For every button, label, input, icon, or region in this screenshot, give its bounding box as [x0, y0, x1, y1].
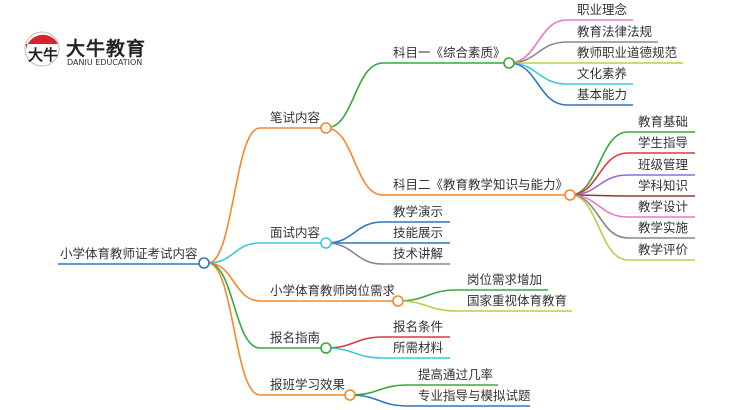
leaf-label[interactable]: 技术讲解 — [393, 246, 443, 261]
leaf-label[interactable]: 提高通过几率 — [418, 367, 493, 382]
leaf-label[interactable]: 教学实施 — [638, 220, 689, 235]
branch-node-toggle[interactable] — [392, 295, 404, 307]
leaf-connector — [397, 289, 548, 302]
leaf-label[interactable]: 教育法律法规 — [577, 24, 652, 39]
leaf-connector — [349, 394, 530, 407]
subbranch-connector — [325, 62, 505, 129]
branch-connector — [207, 127, 322, 264]
leaf-label[interactable]: 班级管理 — [638, 157, 689, 172]
root-node-label[interactable]: 小学体育教师证考试内容 — [60, 246, 198, 261]
leaf-label[interactable]: 岗位需求增加 — [467, 272, 542, 287]
leaf-connector — [569, 194, 695, 197]
branch-label[interactable]: 笔试内容 — [270, 110, 320, 125]
branch-connector — [207, 262, 346, 396]
leaf-connector — [508, 19, 633, 64]
branch-node-toggle[interactable] — [344, 389, 356, 401]
branch-connector — [207, 242, 322, 264]
leaf-connector — [325, 242, 450, 265]
subbranch-node-toggle[interactable] — [503, 57, 515, 69]
branch-node-toggle[interactable] — [320, 122, 332, 134]
leaf-label[interactable]: 教育基础 — [638, 114, 688, 129]
logo-name-en: DANIU EDUCATION — [67, 58, 143, 67]
branch-connector — [207, 262, 322, 349]
logo-name-cn: 大牛教育 — [66, 38, 147, 60]
branch-node-toggle[interactable] — [320, 237, 332, 249]
leaf-label[interactable]: 专业指导与模拟试题 — [418, 388, 531, 403]
branch-label[interactable]: 报名指南 — [270, 330, 320, 345]
leaf-connector — [569, 152, 695, 196]
logo: 大牛 大牛教育 DANIU EDUCATION — [22, 26, 202, 76]
leaf-label[interactable]: 教学演示 — [393, 204, 443, 219]
leaf-label[interactable]: 学生指导 — [638, 135, 688, 150]
leaf-label[interactable]: 所需材料 — [393, 340, 444, 355]
branch-label[interactable]: 报班学习效果 — [270, 377, 346, 392]
leaf-connector — [325, 336, 450, 349]
subbranch-node-toggle[interactable] — [564, 189, 576, 201]
leaf-label[interactable]: 报名条件 — [393, 319, 443, 334]
branch-node-toggle[interactable] — [320, 342, 332, 354]
leaf-connector — [397, 300, 572, 312]
leaf-label[interactable]: 教师职业道德规范 — [577, 45, 677, 60]
leaf-label[interactable]: 国家重视体育教育 — [467, 293, 567, 308]
branch-label[interactable]: 小学体育教师岗位需求 — [270, 283, 396, 298]
logo-mark-icon: 大牛 — [24, 31, 60, 67]
leaf-connector — [325, 347, 450, 359]
svg-text:大牛: 大牛 — [28, 46, 58, 64]
root-node-toggle[interactable] — [198, 257, 210, 269]
leaf-label[interactable]: 教学设计 — [638, 199, 688, 214]
leaf-connector — [569, 194, 695, 261]
leaf-connector — [508, 62, 633, 106]
subbranch-connector — [325, 127, 566, 196]
leaf-label[interactable]: 基本能力 — [577, 87, 627, 102]
leaf-label[interactable]: 职业理念 — [577, 2, 628, 17]
branch-label[interactable]: 面试内容 — [270, 225, 320, 240]
subbranch-label[interactable]: 科目一《综合素质》 — [393, 45, 506, 60]
branch-connector — [207, 262, 394, 302]
leaf-label[interactable]: 技能展示 — [393, 225, 443, 240]
leaf-label[interactable]: 学科知识 — [638, 178, 688, 193]
leaf-connector — [569, 131, 695, 196]
subbranch-label[interactable]: 科目二《教育教学知识与能力》 — [393, 177, 568, 192]
leaf-label[interactable]: 文化素养 — [577, 66, 627, 81]
leaf-label[interactable]: 教学评价 — [638, 242, 689, 257]
